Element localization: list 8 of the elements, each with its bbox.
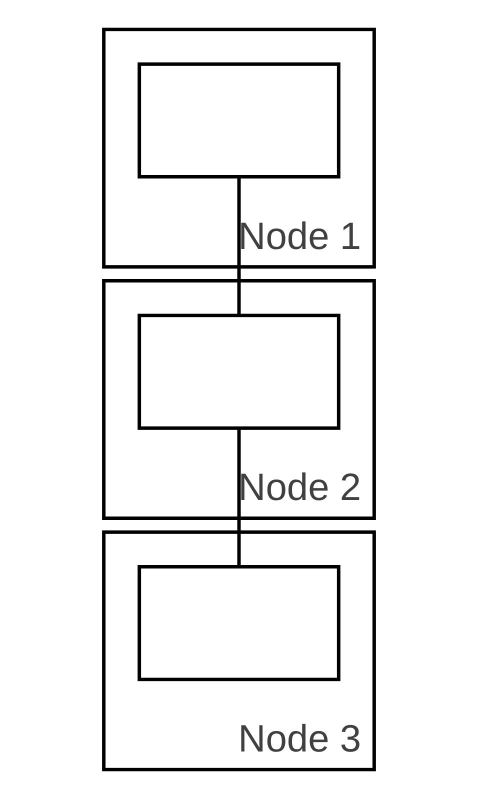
connector bbox=[236, 177, 240, 316]
connector bbox=[236, 428, 240, 566]
node-box bbox=[137, 314, 340, 430]
node-box bbox=[137, 62, 340, 178]
cluster: Node 1 bbox=[102, 28, 376, 269]
node-box bbox=[137, 565, 340, 682]
cluster: Node 3 bbox=[102, 530, 376, 772]
cluster: Node 2 bbox=[102, 279, 376, 520]
